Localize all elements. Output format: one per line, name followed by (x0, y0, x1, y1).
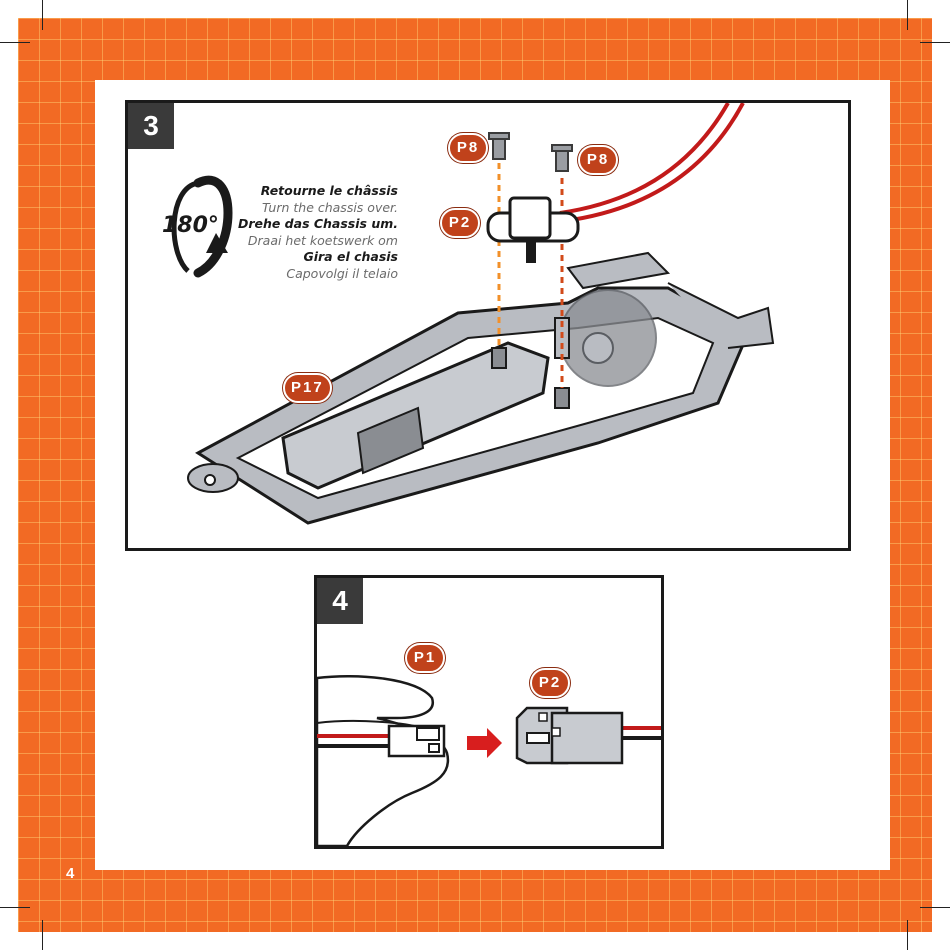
crop-mark (920, 42, 950, 43)
socket-connector-icon (517, 708, 622, 763)
step-3-illustration (128, 103, 848, 548)
crop-mark (920, 907, 950, 908)
step-4-panel: 4 P1 P2 (314, 575, 664, 849)
motor-icon (560, 290, 656, 386)
crop-mark (0, 907, 30, 908)
page-number: 4 (66, 865, 74, 882)
step-4-illustration (317, 578, 661, 846)
instruction-fr: Retourne le châssis (218, 183, 398, 200)
plug-connector-icon (389, 726, 444, 756)
instruction-nl: Draai het koetswerk om (218, 233, 398, 250)
instruction-it: Capovolgi il telaio (218, 266, 398, 283)
step-4-number: 4 (317, 578, 363, 624)
part-badge-p1: P1 (405, 643, 445, 673)
screw-icon (552, 145, 572, 171)
instruction-de: Drehe das Chassis um. (218, 216, 398, 233)
crop-mark (0, 42, 30, 43)
instruction-es: Gira el chasis (218, 249, 398, 266)
crop-mark (907, 920, 908, 950)
instructions: Retourne le châssis Turn the chassis ove… (218, 183, 398, 282)
part-badge-p8-left: P8 (448, 133, 488, 163)
part-badge-p2: P2 (440, 208, 480, 238)
crop-mark (42, 0, 43, 30)
rotation-label: 180° (162, 213, 219, 238)
crop-mark (42, 920, 43, 950)
part-badge-p8-right: P8 (578, 145, 618, 175)
step-3-number: 3 (128, 103, 174, 149)
crop-mark (907, 0, 908, 30)
arrow-right-icon (467, 728, 502, 758)
step-3-panel: 3 (125, 100, 851, 551)
hand-icon (317, 676, 448, 846)
part-badge-p2-socket: P2 (530, 668, 570, 698)
part-badge-p17: P17 (283, 373, 332, 403)
screw-icon (489, 133, 509, 159)
switch-icon (488, 198, 578, 263)
instruction-en: Turn the chassis over. (218, 200, 398, 217)
